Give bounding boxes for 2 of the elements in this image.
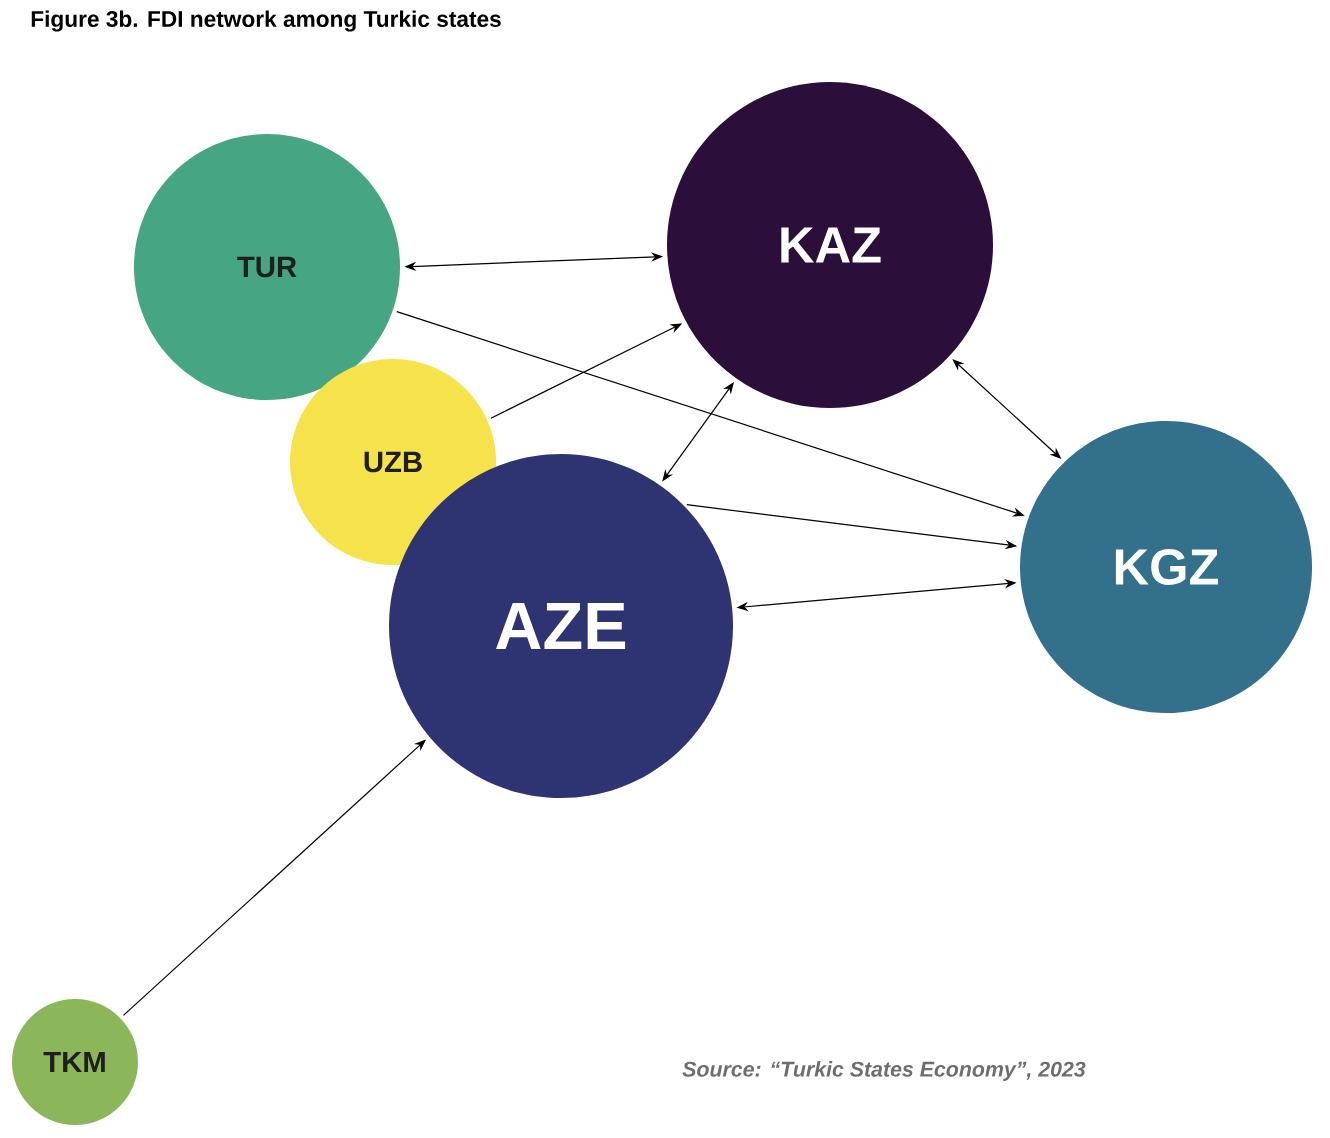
figure-title: Figure 3b. FDI network among Turkic states (31, 10, 501, 32)
source-note: Source: “Turkic States Economy”, 2023 (682, 1061, 1086, 1081)
